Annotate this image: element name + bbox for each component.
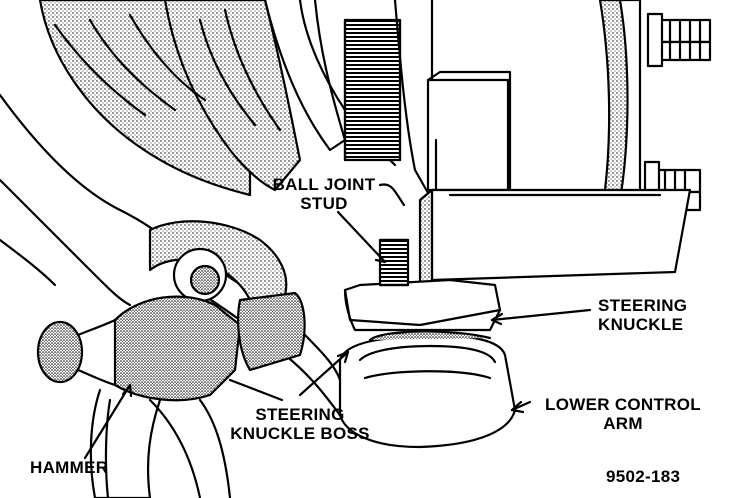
label-steering-knuckle: STEERING KNUCKLE: [598, 296, 688, 334]
axle-boot: [38, 0, 397, 197]
leader-lower-control-arm: [510, 400, 532, 414]
leader-knuckle-boss: [228, 350, 350, 402]
hammer: [36, 291, 306, 498]
label-ball-joint-stud: BALL JOINT STUD: [272, 175, 376, 213]
label-lower-control-arm: LOWER CONTROL ARM: [545, 395, 701, 433]
lower-control-arm: [193, 258, 517, 449]
label-steering-knuckle-boss: STEERING KNUCKLE BOSS: [230, 405, 370, 443]
figure-number: 9502-183: [606, 467, 681, 486]
leader-ball-joint-stud: [336, 183, 406, 264]
control-arm-bushing: [148, 220, 288, 303]
hub-rotor: [426, 0, 642, 202]
steering-knuckle: [343, 188, 692, 332]
wheel-stud-upper: [646, 12, 712, 68]
leader-hammer: [83, 383, 133, 460]
leader-steering-knuckle: [490, 308, 592, 326]
splined-shaft: [343, 0, 434, 202]
label-hammer: HAMMER: [30, 458, 109, 477]
